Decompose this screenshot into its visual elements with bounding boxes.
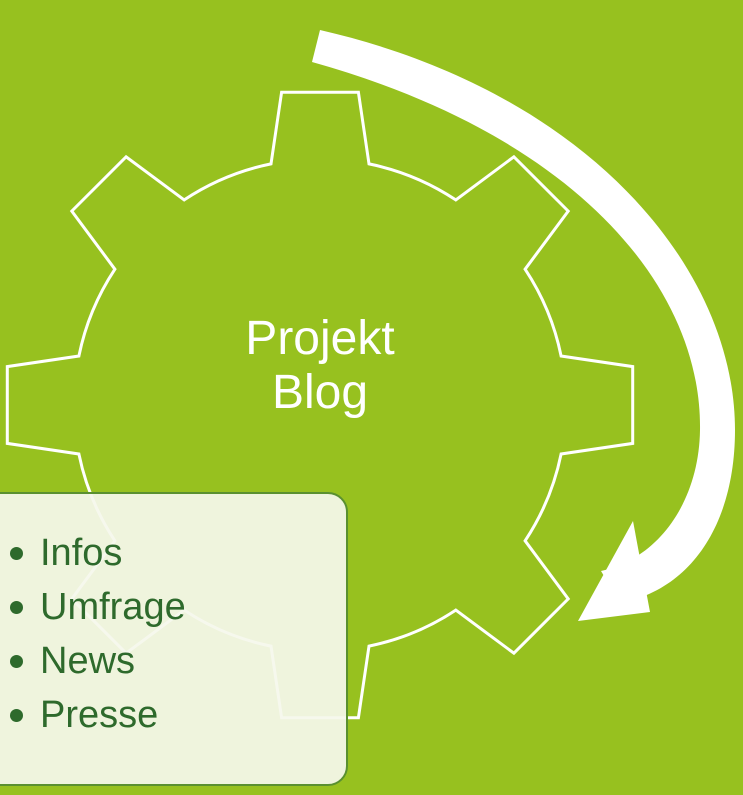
info-box: Infos Umfrage News Presse — [0, 492, 348, 786]
list-item-infos: Infos — [6, 526, 186, 580]
gear-outline — [5, 90, 635, 720]
list-item-umfrage: Umfrage — [6, 580, 186, 634]
list-item-presse: Presse — [6, 688, 186, 742]
cycle-arrow-body — [312, 30, 735, 603]
gear-title-line-2: Blog — [271, 366, 369, 419]
gear-title-line-1: Projekt — [245, 312, 395, 365]
list-item-news: News — [6, 634, 186, 688]
cycle-arrow-head — [578, 521, 650, 621]
gear-title: Projekt Blog — [190, 312, 450, 420]
bullet-list: Infos Umfrage News Presse — [6, 526, 186, 742]
